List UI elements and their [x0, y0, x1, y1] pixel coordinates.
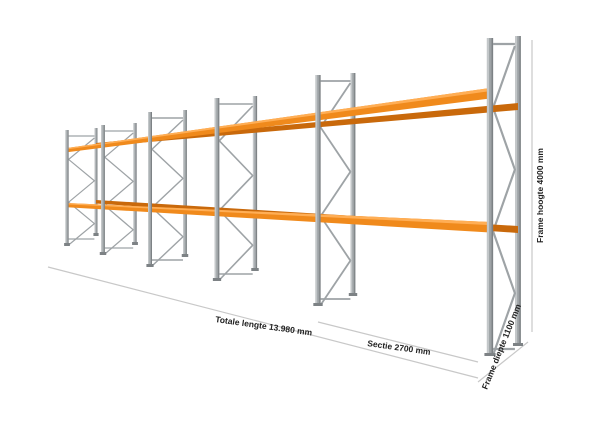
upright-front-post-4 [212, 98, 222, 281]
front-beam-2 [67, 203, 490, 233]
upright-back-post-6 [512, 36, 524, 346]
frame-bracing-6 [491, 42, 517, 356]
frame-bracing-2 [103, 130, 135, 255]
frame-bracing-3 [150, 117, 185, 267]
frame-depth-label: Frame diepte 1100 mm [480, 302, 524, 391]
total-length-label: Totale lengte 13.980 mm [215, 314, 314, 338]
upright-frames-front [64, 38, 496, 356]
back-beam-1 [96, 103, 518, 147]
upright-frames-back [67, 36, 524, 356]
beam-level-2 [67, 200, 518, 233]
frame-bracing-1 [67, 135, 96, 246]
dimension-lines [47, 40, 533, 383]
upright-back-post-1 [93, 128, 99, 236]
total-length-dimension-line [47, 266, 479, 379]
upright-front-post-1 [64, 130, 70, 246]
front-beam-highlight-2 [67, 203, 490, 226]
section-dimension-line [317, 321, 479, 363]
upright-back-post-3 [181, 110, 189, 257]
beam-levels [67, 88, 518, 233]
frame-bracing-5 [319, 80, 352, 306]
upright-front-post-5 [313, 75, 323, 306]
upright-front-post-2 [99, 125, 107, 255]
upright-back-post-2 [132, 123, 138, 245]
front-beam-highlight-1 [67, 88, 490, 150]
section-length-label: Sectie 2700 mm [367, 338, 432, 357]
upright-back-post-4 [251, 96, 259, 271]
upright-front-post-6 [484, 38, 496, 356]
frame-height-label: Frame hoogte 4000 mm [535, 148, 545, 243]
frame-depth-dimension-line [477, 341, 529, 383]
upright-front-post-3 [146, 112, 154, 267]
beam-level-1 [67, 88, 518, 153]
upright-back-post-5 [348, 73, 358, 296]
